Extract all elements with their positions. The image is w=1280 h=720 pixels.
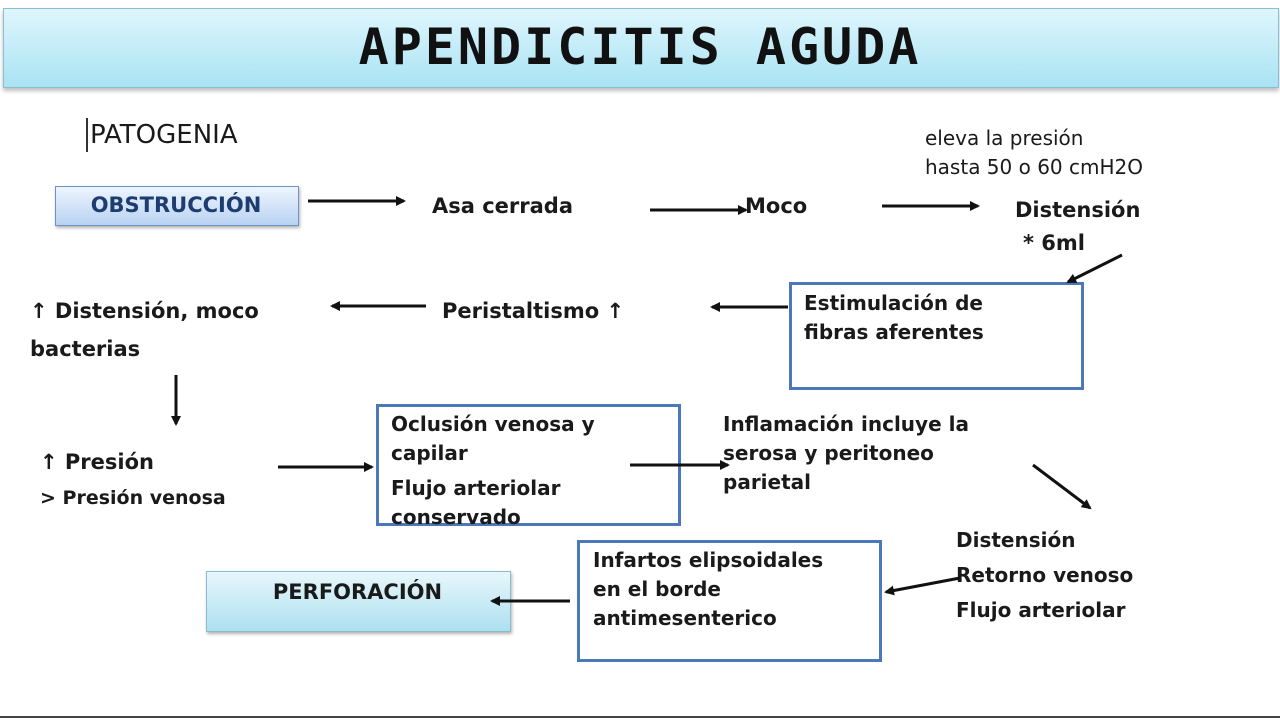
obstruccion-box: [55, 186, 299, 226]
inflamacion-node: Inflamación incluye la serosa y peritone…: [723, 410, 969, 497]
oclusion-line4: conservado: [391, 505, 521, 529]
distension-retorno-line3: Flujo arteriolar: [956, 598, 1126, 622]
distension-line1: Distensión: [1015, 198, 1141, 222]
text-cursor: [86, 118, 88, 152]
oclusion-box: [376, 404, 681, 526]
estimulacion-line2: fibras aferentes: [804, 320, 984, 344]
pressure-note-line2: hasta 50 o 60 cmH2O: [925, 155, 1143, 179]
inflamacion-line2: serosa y peritoneo: [723, 441, 934, 465]
estimulacion-box: [789, 282, 1084, 390]
inflamacion-line3: parietal: [723, 470, 812, 494]
distension-retorno-node: Distensión Retorno venoso Flujo arteriol…: [956, 523, 1133, 628]
distension-node: Distensión * 6ml: [1015, 194, 1140, 260]
distension-moco-node: ↑ Distensión, moco bacterias: [30, 292, 259, 368]
arrow-distension-infartos: [884, 576, 961, 596]
distension-line2: * 6ml: [1023, 231, 1085, 255]
oclusion-line1: Oclusión venosa y: [391, 412, 595, 436]
estimulacion-node: Estimulación de fibras aferentes: [804, 289, 984, 347]
distension-moco-line2: bacterias: [30, 337, 141, 361]
oclusion-line3: Flujo arteriolar: [391, 476, 561, 500]
pressure-note-line1: eleva la presión: [925, 126, 1084, 150]
distension-retorno-line2: Retorno venoso: [956, 563, 1134, 587]
arrow-distension-estimulacion: [1066, 253, 1123, 284]
presion-node: ↑ Presión > Presión venosa: [40, 444, 226, 516]
oclusion-node: Oclusión venosa y capilar Flujo arteriol…: [391, 410, 595, 532]
perforacion-box: [206, 571, 511, 632]
distension-moco-line1: ↑ Distensión, moco: [30, 299, 259, 323]
infartos-line3: antimesenterico: [593, 606, 777, 630]
moco-label: Moco: [745, 194, 808, 218]
slide-title: APENDICITIS AGUDA: [358, 18, 922, 76]
estimulacion-line1: Estimulación de: [804, 291, 983, 315]
infartos-node: Infartos elipsoidales en el borde antime…: [593, 546, 823, 633]
obstruccion-label: OBSTRUCCIÓN: [90, 193, 262, 217]
peristaltismo-label: Peristaltismo ↑: [442, 299, 625, 323]
title-banner: [3, 8, 1279, 88]
asa-cerrada-label: Asa cerrada: [432, 194, 574, 218]
inflamacion-line1: Inflamación incluye la: [723, 412, 969, 436]
infartos-line1: Infartos elipsoidales: [593, 548, 824, 572]
pressure-note: eleva la presión hasta 50 o 60 cmH2O: [925, 124, 1143, 182]
presion-line1: ↑ Presión: [40, 450, 154, 474]
slide-bottom-border: [0, 716, 1280, 718]
perforacion-label: PERFORACIÓN: [272, 580, 443, 604]
section-label: PATOGENIA: [90, 120, 238, 150]
infartos-line2: en el borde: [593, 577, 721, 601]
oclusion-line2: capilar: [391, 441, 468, 465]
presion-line2: > Presión venosa: [40, 487, 226, 509]
infartos-box: [577, 540, 882, 662]
distension-retorno-line1: Distensión: [956, 528, 1076, 552]
arrow-inflamacion-distension: [1032, 463, 1092, 510]
